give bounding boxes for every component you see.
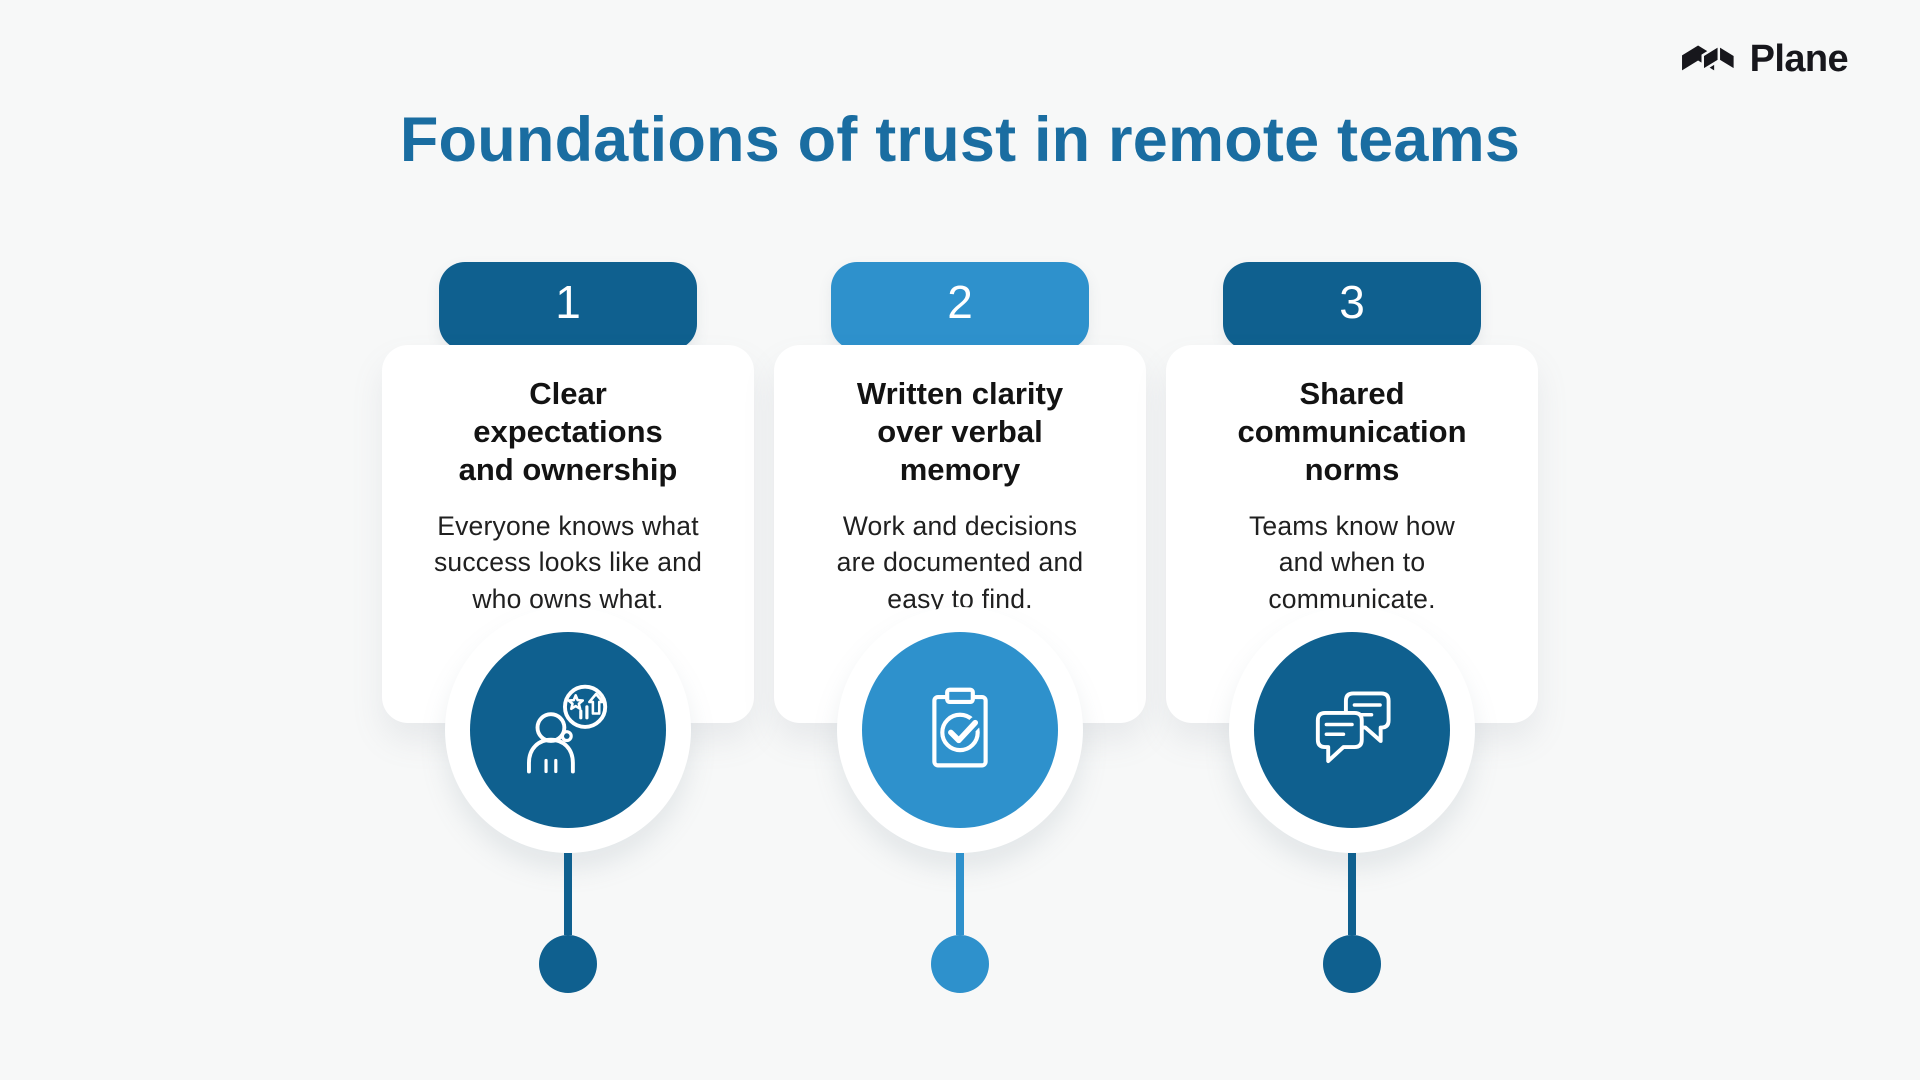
person-goals-icon — [527, 684, 608, 774]
card-number-tab: 1 — [439, 262, 697, 350]
card-number: 3 — [1339, 276, 1365, 328]
card-column-1: 1 Clear expectations and ownership Every… — [382, 262, 754, 994]
connector-dot — [1323, 935, 1381, 993]
card-description: Teams know how and when to communicate. — [1248, 511, 1456, 614]
card-title: Shared communication norms — [1237, 376, 1467, 487]
page-title: Foundations of trust in remote teams — [399, 105, 1521, 175]
connector-dot — [539, 935, 597, 993]
plane-logo-text: Plane — [1749, 38, 1849, 80]
card-description: Work and decisions are documented and ea… — [836, 511, 1084, 614]
card-title: Clear expectations and ownership — [458, 376, 678, 487]
icon-circle — [862, 632, 1058, 828]
plane-logo: Plane — [1681, 38, 1849, 81]
card-column-2: 2 Written clarity over verbal memory Wor… — [774, 262, 1146, 994]
plane-logo-icon — [1681, 42, 1736, 73]
card-column-3: 3 Shared communication norms Teams know … — [1166, 262, 1538, 994]
icon-circle — [1254, 632, 1450, 828]
connector-stem — [564, 853, 572, 935]
card-number: 2 — [947, 276, 973, 328]
chat-bubbles-icon — [1315, 691, 1391, 764]
connector-stem — [956, 853, 964, 935]
card-description: Everyone knows what success looks like a… — [433, 511, 703, 614]
card-title: Written clarity over verbal memory — [856, 376, 1064, 487]
card-number-tab: 3 — [1223, 262, 1481, 350]
connector-stem — [1348, 853, 1356, 935]
icon-circle — [470, 632, 666, 828]
card-number-tab: 2 — [831, 262, 1089, 350]
clipboard-check-icon — [932, 687, 988, 768]
card-number: 1 — [555, 276, 581, 328]
cards-row: 1 Clear expectations and ownership Every… — [382, 262, 1538, 994]
connector-dot — [931, 935, 989, 993]
